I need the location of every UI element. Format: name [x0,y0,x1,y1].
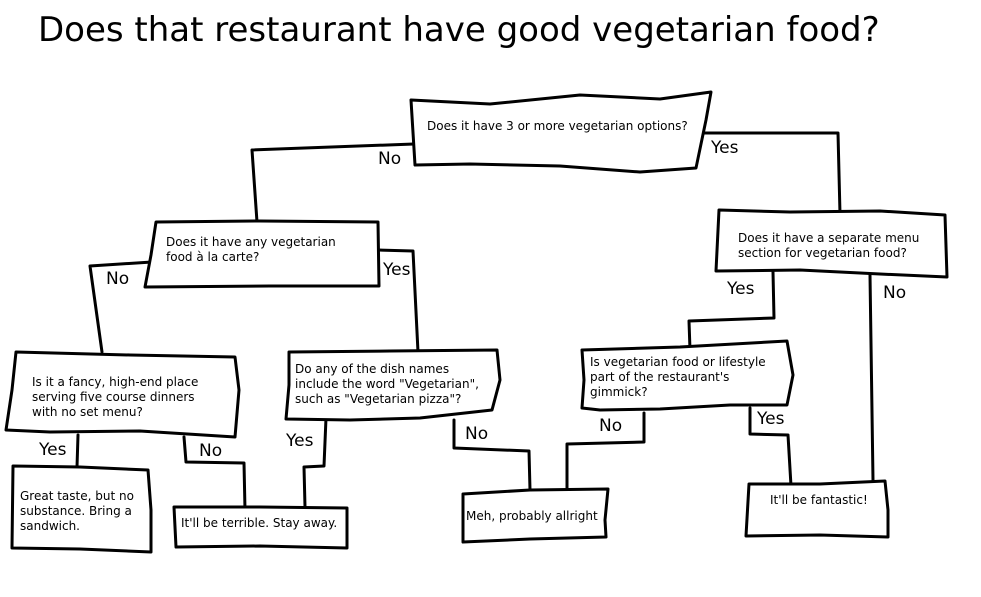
box-r1 [10,464,153,554]
edge-label-q5-yes: Yes [285,431,314,451]
node-r3-text: Meh, probably allright [466,509,598,523]
edge-label-q4-no: No [199,441,222,461]
connector-q5-yes [302,416,328,509]
node-r2-text: It'll be terrible. Stay away. [181,516,337,530]
box-r2 [172,505,349,550]
connectors [75,131,875,512]
node-r3: Meh, probably allright [461,487,610,544]
edge-label-q4-yes: Yes [38,440,67,460]
connector-q2-yes [376,248,420,354]
node-q5-line-1: Do any of the dish names [295,362,449,376]
node-r1-line-3: sandwich. [20,519,80,533]
connector-q5-no [452,418,532,492]
edge-label-q2-no: No [106,269,129,289]
node-q6-line-3: gimmick? [590,385,648,399]
edge-label-q6-no: No [599,416,622,436]
edge-label-q1-yes: Yes [710,138,739,158]
edge-label-q3-no: No [883,283,906,303]
node-q5-line-2: include the word "Vegetarian", [295,377,479,391]
connector-q4-yes [75,433,80,469]
node-r4: It'll be fantastic! [744,479,890,539]
node-q6-line-2: part of the restaurant's [590,370,729,384]
connector-q1-no [250,142,416,224]
node-q5-line-3: such as "Vegetarian pizza"? [295,392,461,406]
node-q4-line-3: with no set menu? [32,405,143,419]
edge-labels: No Yes No Yes Yes No Yes No Yes No No Ye… [38,138,906,461]
node-q1-line-1: Does it have 3 or more vegetarian option… [427,119,688,133]
edge-label-q2-yes: Yes [382,260,411,280]
box-q1 [409,90,713,174]
node-r3-line-1: Meh, probably allright [466,509,598,523]
connector-q3-no [868,273,875,482]
box-q2 [143,219,381,289]
box-r4 [744,479,890,539]
edge-label-q6-yes: Yes [756,409,785,429]
node-r4-line-1: It'll be fantastic! [770,493,868,507]
box-r3 [461,487,610,544]
node-r4-text: It'll be fantastic! [770,493,868,507]
diagram-title: Does that restaurant have good vegetaria… [38,10,880,50]
node-q6-line-1: Is vegetarian food or lifestyle [590,355,766,369]
node-q2-line-2: food à la carte? [166,250,259,264]
box-q4 [4,350,241,439]
node-r2-line-1: It'll be terrible. Stay away. [181,516,337,530]
connector-q2-no [88,260,154,354]
connector-q3-yes [687,270,776,352]
node-q1-text: Does it have 3 or more vegetarian option… [427,119,688,133]
edge-label-q5-no: No [465,424,488,444]
box-q5 [284,348,502,422]
node-r1-line-2: substance. Bring a [20,504,132,518]
connector-q4-no [182,435,247,512]
box-q3 [714,208,949,279]
node-r1-line-1: Great taste, but no [20,489,134,503]
connector-q6-no [565,411,646,492]
box-q6 [580,339,795,412]
node-q3-line-1: Does it have a separate menu [738,231,919,245]
node-r2: It'll be terrible. Stay away. [172,505,349,550]
connector-q1-yes [696,131,842,216]
connector-q6-yes [748,406,793,488]
node-q3-line-2: section for vegetarian food? [738,246,907,260]
edge-label-q3-yes: Yes [726,279,755,299]
node-q1: Does it have 3 or more vegetarian option… [409,90,713,174]
node-q2-line-1: Does it have any vegetarian [166,235,336,249]
node-q4-line-1: Is it a fancy, high-end place [32,375,198,389]
node-q4-line-2: serving five course dinners [32,390,195,404]
edge-label-q1-no: No [378,149,401,169]
